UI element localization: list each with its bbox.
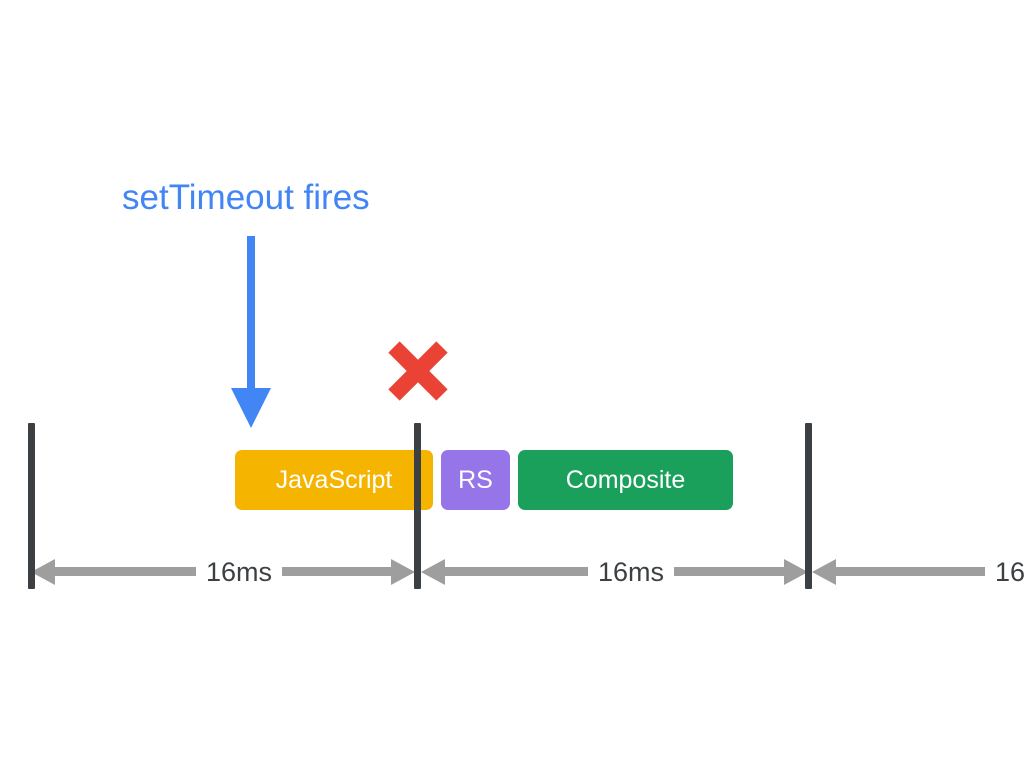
settimeout-annotation-label: setTimeout fires xyxy=(122,178,370,217)
task-block-rs[interactable]: RS xyxy=(441,450,510,510)
measure-arrow-segment-3 xyxy=(812,552,987,592)
frame-boundary-2 xyxy=(414,423,421,589)
settimeout-arrow-down-icon xyxy=(228,236,274,430)
missed-frame-x-icon xyxy=(385,338,451,404)
measure-label-1: 16ms xyxy=(196,554,283,590)
task-block-composite[interactable]: Composite xyxy=(518,450,733,510)
frame-boundary-1 xyxy=(28,423,35,589)
measure-label-3: 16 xyxy=(985,554,1024,590)
measure-label-2: 16ms xyxy=(588,554,675,590)
frame-boundary-3 xyxy=(805,423,812,589)
task-block-javascript[interactable]: JavaScript xyxy=(235,450,433,510)
